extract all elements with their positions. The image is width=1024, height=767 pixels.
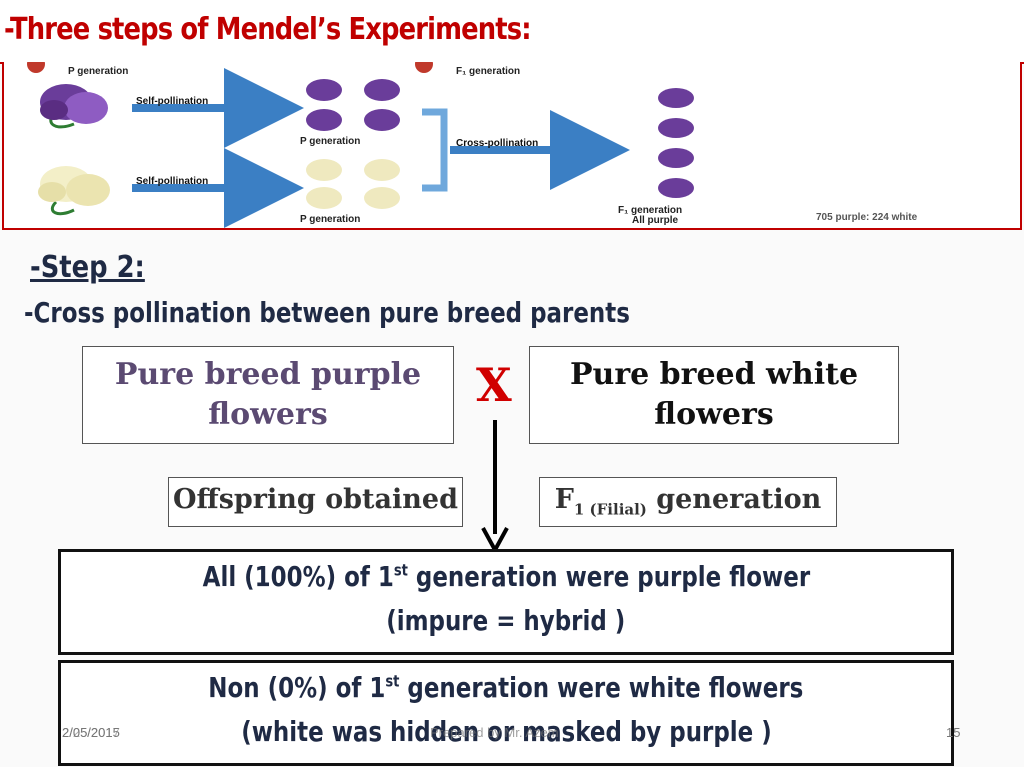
step-heading: -Step 2: [30,250,145,285]
white-parent-box: Pure breed white flowers [529,346,899,444]
result-white-text-b: generation were white flowers [400,671,804,704]
result-white-line1: Non (0%) of 1st generation were white fl… [61,671,951,704]
result-box-purple: All (100%) of 1st generation were purple… [58,549,954,655]
result-purple-text-2: (impure = hybrid ) [386,604,625,637]
ratio-label: 705 purple: 224 white [816,212,917,223]
offspring-label: Offspring obtained [169,484,462,515]
generation-label-main: F [555,484,574,515]
title-bar: -Three steps of Mendel’s Experiments: [0,0,1024,64]
slide-title: -Three steps of Mendel’s Experiments: [4,12,531,47]
result-purple-line1: All (100%) of 1st generation were purple… [61,560,951,593]
p-generation-purple [306,79,400,131]
step-badge-2 [415,62,433,73]
footer-date-overlay: 2/25/2017 [62,725,120,740]
p-generation-label-purple: P generation [300,136,360,147]
result-purple-text-a: All (100%) of 1 [202,560,393,593]
p-generation-label-white: P generation [300,214,360,225]
white-parent-line1: Pure breed white [530,355,898,395]
parent-purple-flower [40,84,108,127]
generation-label-tail: generation [647,484,821,515]
white-parent-line2: flowers [530,395,898,435]
p-generation-header: P generation [68,66,128,77]
f1-all-purple-label: All purple [632,215,678,226]
white-parent-text: Pure breed white flowers [530,355,898,435]
result-purple-line2: (impure = hybrid ) [61,604,951,637]
footer-page-number: 15 [946,725,960,740]
purple-parent-box: Pure breed purple flowers [82,346,454,444]
self-pollination-label-2: Self-pollination [136,176,208,187]
generation-label: F1 (Filial) generation [540,484,836,518]
down-arrow [480,416,510,556]
purple-parent-line2: flowers [83,395,453,435]
self-pollination-label-1: Self-pollination [136,96,208,107]
footer-author: Prepared by Mr. Azem [430,725,559,740]
result-purple-sup: st [393,561,407,580]
p-generation-white [306,159,400,209]
purple-parent-line1: Pure breed purple [83,355,453,395]
result-purple-text-b: generation were purple flower [407,560,809,593]
figure-right-area: 705 purple: 224 white [726,62,1022,230]
generation-box: F1 (Filial) generation [539,477,837,527]
diagram-graphic [4,62,728,228]
cross-symbol: X [476,358,512,412]
mendel-diagram: P generation F₁ generation Self-pollinat… [2,62,730,230]
f1-flowers [658,88,694,198]
bracket [422,112,444,188]
purple-parent-text: Pure breed purple flowers [83,355,453,435]
step-description: -Cross pollination between pure breed pa… [24,296,630,329]
cross-pollination-label: Cross-pollination [456,138,538,149]
result-box-white: Non (0%) of 1st generation were white fl… [58,660,954,766]
offspring-box: Offspring obtained [168,477,463,527]
result-white-sup: st [386,672,400,691]
result-white-text-a: Non (0%) of 1 [208,671,385,704]
f1-generation-header: F₁ generation [456,66,520,77]
generation-label-sub: 1 (Filial) [574,500,647,518]
step-badge-1 [27,62,45,73]
parent-white-flower [38,166,110,214]
